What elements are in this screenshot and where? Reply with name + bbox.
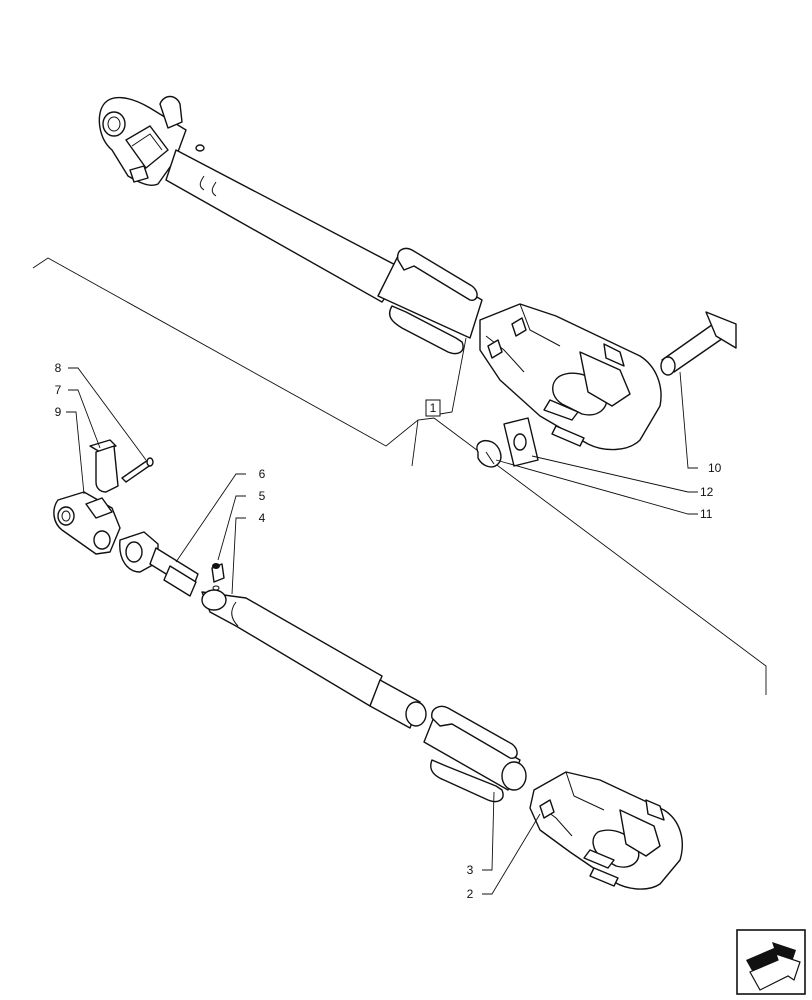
pin-with-handle (660, 311, 737, 376)
callout-6-label: 6 (259, 467, 266, 481)
callout-5-label: 5 (259, 489, 266, 503)
callout-3-label: 3 (467, 863, 474, 877)
grease-nipple (211, 563, 225, 583)
leader-lines (66, 337, 698, 895)
callout-7-label: 7 (55, 383, 62, 397)
rear-eye-end (53, 491, 121, 555)
callout-2-label: 2 (467, 887, 474, 901)
callout-11-label: 11 (700, 507, 713, 521)
callout-8-label: 8 (55, 361, 62, 375)
locking-sleeve (423, 705, 527, 803)
callout-12-label: 12 (700, 485, 714, 499)
callout-1-label: 1 (430, 401, 437, 415)
callout-1: 1 (425, 399, 441, 417)
next-page-arrow-icon[interactable] (736, 929, 806, 995)
exploded-view-boundary-line-2 (411, 419, 419, 467)
callout-4-label: 4 (259, 511, 266, 525)
lynch-pin (476, 440, 502, 468)
threaded-eye-end (119, 531, 199, 597)
callout-10-label: 10 (708, 461, 722, 475)
square-washer (503, 417, 539, 467)
front-fork-end (529, 771, 683, 890)
main-tube (201, 585, 427, 729)
assembled-top-link (98, 95, 662, 451)
small-pin (89, 439, 119, 493)
split-pin (121, 457, 154, 483)
callout-9-label: 9 (55, 405, 62, 419)
